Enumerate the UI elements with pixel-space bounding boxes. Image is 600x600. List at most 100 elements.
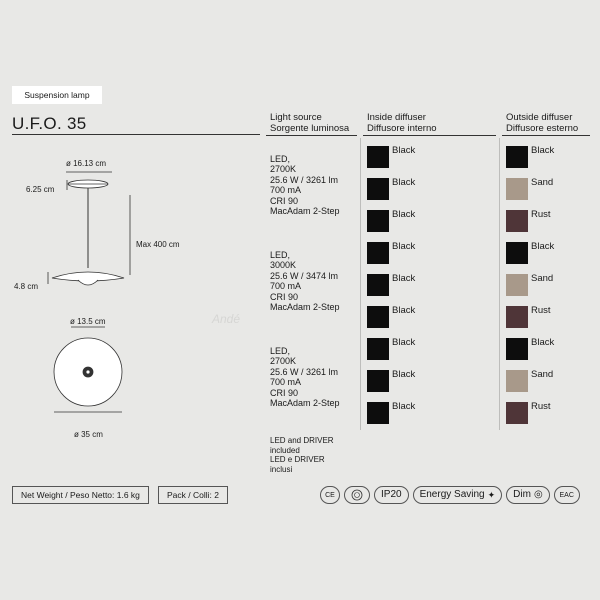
color-swatch [506,402,528,424]
color-swatch [367,402,389,424]
shade-height-label: 4.8 cm [14,282,39,291]
col-inside: Inside diffuser Diffusore interno [367,112,437,134]
col-light-source: Light source Sorgente luminosa [270,112,349,134]
color-label: Black [392,209,416,220]
outside-diffuser-option: Black [506,338,554,360]
col-outside-it: Diffusore esterno [506,123,579,134]
color-label: Rust [531,305,551,316]
color-swatch [367,242,389,264]
driver-note-line: LED and DRIVER [270,436,334,445]
color-label: Black [392,177,416,188]
certifications: CE IP20 Energy Saving ✦ Dim ◎ EAC [320,486,580,504]
spec-line: 3000K [270,260,297,271]
color-label: Black [531,241,555,252]
col-inside-en: Inside diffuser [367,112,426,123]
spec-line: 25.6 W / 3474 lm [270,270,339,281]
product-title: U.F.O. 35 [12,114,87,133]
spec-line: 700 mA [270,281,302,292]
color-swatch [506,146,528,168]
dim-badge: Dim ◎ [506,486,550,504]
separator-left [360,138,361,430]
col-light-source-it: Sorgente luminosa [270,123,350,134]
title-rule [12,134,260,135]
inside-diffuser-option: Black [367,274,415,296]
color-label: Black [392,145,416,156]
cert-mark-icon [344,486,370,504]
color-label: Black [392,305,416,316]
outside-diffuser-option: Sand [506,370,553,392]
leaf-icon: ✦ [487,490,496,500]
spec-line: MacAdam 2-Step [270,206,340,217]
side-view [47,171,131,286]
color-label: Rust [531,209,551,220]
col-inside-it: Diffusore interno [367,123,437,134]
header-rule-2 [363,135,496,136]
color-swatch [367,178,389,200]
outside-diffuser-option: Sand [506,178,553,200]
outside-diffuser-option: Sand [506,274,553,296]
color-swatch [506,242,528,264]
color-swatch [367,306,389,328]
ip-rating-badge: IP20 [374,486,409,504]
inside-diffuser-option: Black [367,402,415,424]
outside-diffuser-option: Black [506,242,554,264]
color-label: Rust [531,401,551,412]
spec-line: LED, [270,154,291,164]
inside-diffuser-option: Black [367,306,415,328]
inside-diffuser-option: Black [367,146,415,168]
shade-icon [51,271,125,282]
color-swatch [506,338,528,360]
color-label: Black [392,337,416,348]
weight-box: Net Weight / Peso Netto: 1.6 kg [12,486,149,504]
outside-diffuser-option: Rust [506,402,551,424]
canopy-height-label: 6.25 cm [26,185,55,194]
color-swatch [367,274,389,296]
top-diameter-label: ø 16.13 cm [66,159,107,168]
pack-box: Pack / Colli: 2 [158,486,228,504]
outside-diffuser-option: Black [506,146,554,168]
spec-line: 2700K [270,164,297,175]
spec-line: MacAdam 2-Step [270,302,340,313]
color-swatch [506,210,528,232]
color-label: Black [531,337,555,348]
energy-saving-label: Energy Saving [419,489,485,500]
driver-note-line: LED e DRIVER [270,455,325,464]
watermark: Andé [212,312,241,326]
color-label: Black [392,401,416,412]
outside-diffuser-option: Rust [506,306,551,328]
color-swatch [506,370,528,392]
header-rule-3 [502,135,590,136]
color-label: Black [392,369,416,380]
color-swatch [506,178,528,200]
color-label: Sand [531,369,554,380]
color-swatch [367,338,389,360]
color-label: Sand [531,273,554,284]
spec-line: 25.6 W / 3261 lm [270,174,339,185]
max-length-label: Max 400 cm [136,240,180,249]
spec-line: 700 mA [270,377,302,388]
category-tag: Suspension lamp [12,86,102,104]
inside-diffuser-option: Black [367,178,415,200]
dim-icon: ◎ [533,489,543,500]
spec-line: 25.6 W / 3261 lm [270,366,339,377]
dim-label: Dim [513,489,531,500]
color-swatch [367,146,389,168]
spec-line: 700 mA [270,185,302,196]
color-label: Black [392,241,416,252]
spec-line: 2700K [270,356,297,367]
lamp-drawing [47,171,131,413]
inside-diffuser-option: Black [367,210,415,232]
outside-diffuser-option: Rust [506,210,551,232]
spec-line: CRI 90 [270,291,299,302]
top-view [53,326,123,413]
spec-line: CRI 90 [270,387,299,398]
inside-diffuser-option: Black [367,242,415,264]
driver-note-line: inclusi [270,464,293,474]
driver-note-line: included [270,445,300,455]
ce-mark-icon: CE [320,486,340,504]
inside-diffuser-option: Black [367,370,415,392]
separator-right [499,138,500,430]
col-light-source-en: Light source [270,112,322,123]
spec-line: MacAdam 2-Step [270,398,340,409]
